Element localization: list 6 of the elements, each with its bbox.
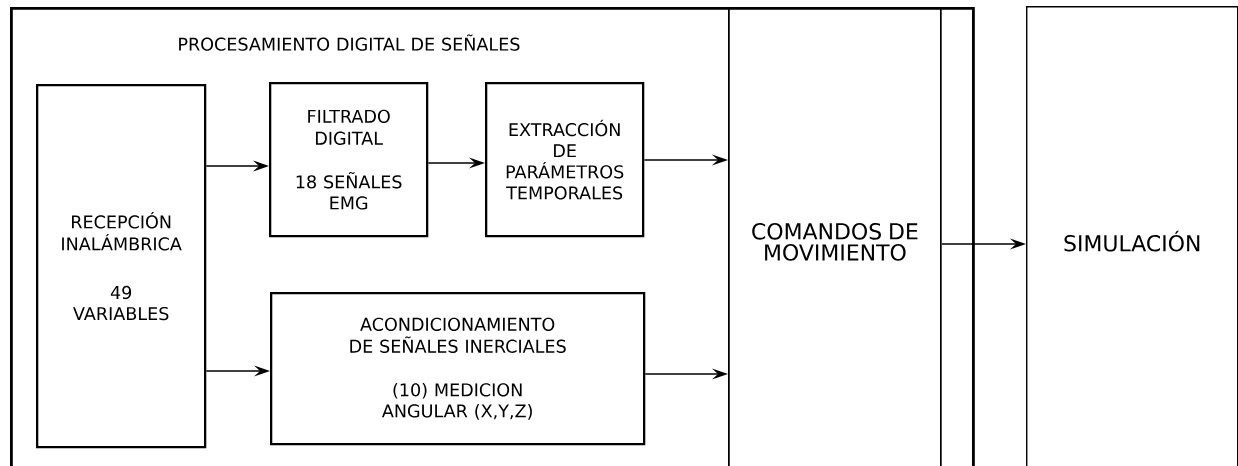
process-box: ACONDICIONAMIENTO DE SEÑALES INERCIALES (10) MEDICION ANGULAR (X,Y,Z) — [270, 292, 646, 446]
process-box: SIMULACIÓN — [1026, 6, 1238, 466]
process-box: RECEPCIÓN INALÁMBRICA 49 VARIABLES — [36, 84, 207, 449]
process-box: COMANDOS DE MOVIMIENTO — [728, 7, 942, 466]
process-box: EXTRACCIÓN DE PARÁMETROS TEMPORALES — [485, 82, 645, 238]
process-box: FILTRADO DIGITAL 18 SEÑALES EMG — [269, 82, 429, 238]
